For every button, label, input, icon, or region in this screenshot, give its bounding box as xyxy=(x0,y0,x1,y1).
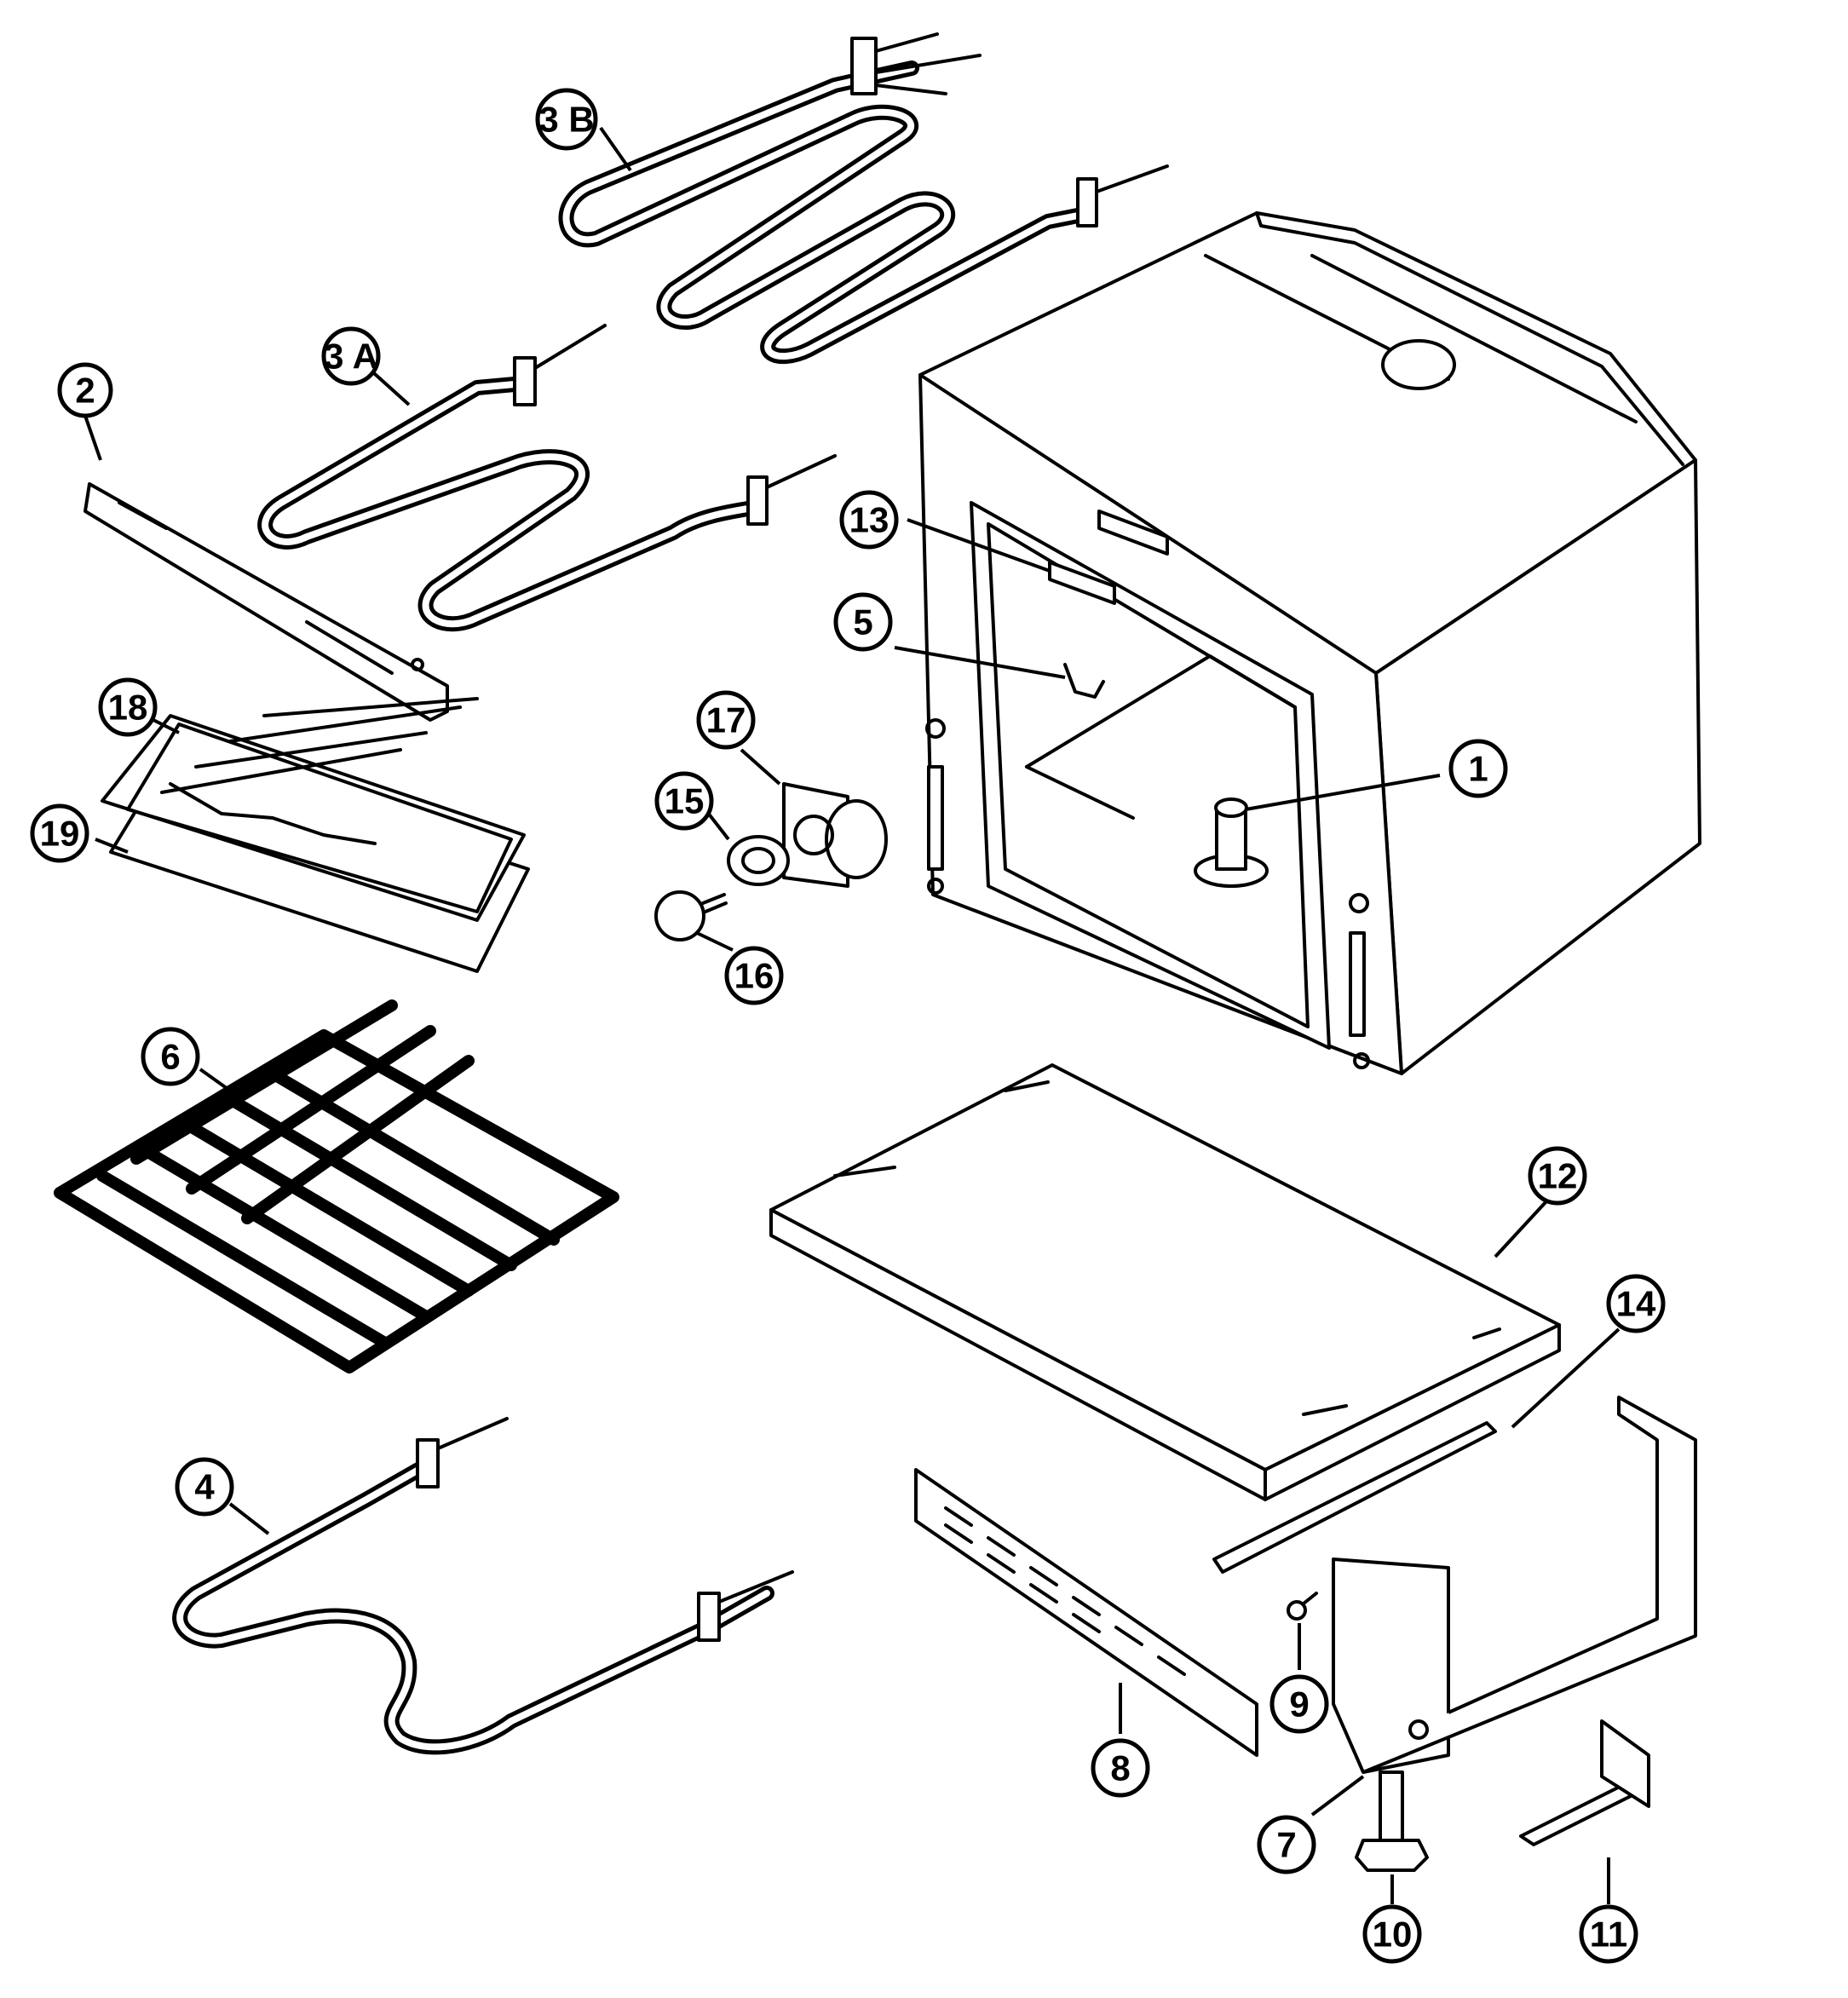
callout-5: 5 xyxy=(833,592,893,652)
part-18-19-broil-pan xyxy=(101,697,530,973)
callout-4-label: 4 xyxy=(194,1467,215,1507)
part-4-element xyxy=(172,1417,794,1755)
part-5-clip xyxy=(1063,663,1105,699)
callout-11-label: 11 xyxy=(1590,1915,1627,1955)
callout-8-label: 8 xyxy=(1110,1748,1130,1788)
callout-6-label: 6 xyxy=(160,1037,180,1077)
callout-13: 13 xyxy=(839,490,899,550)
callout-3b-label: 3 B xyxy=(538,100,594,140)
callout-2-label: 2 xyxy=(75,371,95,411)
leader-lines xyxy=(83,126,1621,1904)
callout-2: 2 xyxy=(57,362,113,418)
callout-11: 11 xyxy=(1579,1904,1638,1964)
part-9-screw xyxy=(1287,1592,1318,1621)
callout-18: 18 xyxy=(98,677,158,737)
part-14-strip xyxy=(1212,1421,1497,1574)
callout-3a-label: 3 A xyxy=(324,337,378,377)
callout-10: 10 xyxy=(1362,1904,1422,1964)
callout-6: 6 xyxy=(141,1027,200,1086)
part-17-lamp-housing xyxy=(782,782,888,888)
callout-15-label: 15 xyxy=(665,781,705,821)
callout-3b: 3 B xyxy=(535,88,598,151)
callout-1: 1 xyxy=(1448,739,1508,798)
callout-9-label: 9 xyxy=(1289,1684,1309,1724)
oven-cavity xyxy=(918,211,1701,1075)
part-15-socket xyxy=(727,835,790,886)
callout-8: 8 xyxy=(1091,1738,1150,1798)
callout-16-label: 16 xyxy=(734,956,774,996)
part-13-plate xyxy=(1048,561,1116,605)
callout-12: 12 xyxy=(1528,1146,1587,1206)
part-7-bracket xyxy=(1332,1396,1697,1774)
part-6-rack xyxy=(54,999,619,1373)
callout-13-label: 13 xyxy=(849,500,889,540)
callout-1-label: 1 xyxy=(1468,749,1488,789)
callout-19: 19 xyxy=(30,803,89,863)
callout-19-label: 19 xyxy=(40,814,80,854)
callout-14-label: 14 xyxy=(1616,1284,1656,1324)
callout-9: 9 xyxy=(1269,1674,1329,1734)
callout-12-label: 12 xyxy=(1538,1156,1578,1196)
callout-14: 14 xyxy=(1606,1274,1666,1333)
part-8-panel xyxy=(914,1468,1258,1757)
callout-5-label: 5 xyxy=(853,602,872,642)
part-1-fitting xyxy=(1194,797,1269,888)
callout-7: 7 xyxy=(1257,1815,1316,1874)
callout-3a: 3 A xyxy=(321,326,381,386)
part-3b-element xyxy=(558,32,1169,365)
part-10-leg xyxy=(1355,1771,1429,1872)
part-12-tray xyxy=(769,1063,1561,1501)
part-3a-element xyxy=(257,324,837,632)
part-11-bracket xyxy=(1519,1719,1650,1846)
callout-4: 4 xyxy=(175,1457,234,1517)
callout-16: 16 xyxy=(724,946,784,1005)
callout-15: 15 xyxy=(654,771,714,831)
part-2-bracket xyxy=(83,482,449,722)
callout-17-label: 17 xyxy=(706,700,746,740)
callout-17: 17 xyxy=(696,690,756,750)
part-16-bulb xyxy=(654,890,728,941)
callout-7-label: 7 xyxy=(1276,1825,1296,1865)
callout-10-label: 10 xyxy=(1373,1915,1413,1955)
callout-18-label: 18 xyxy=(108,688,148,728)
